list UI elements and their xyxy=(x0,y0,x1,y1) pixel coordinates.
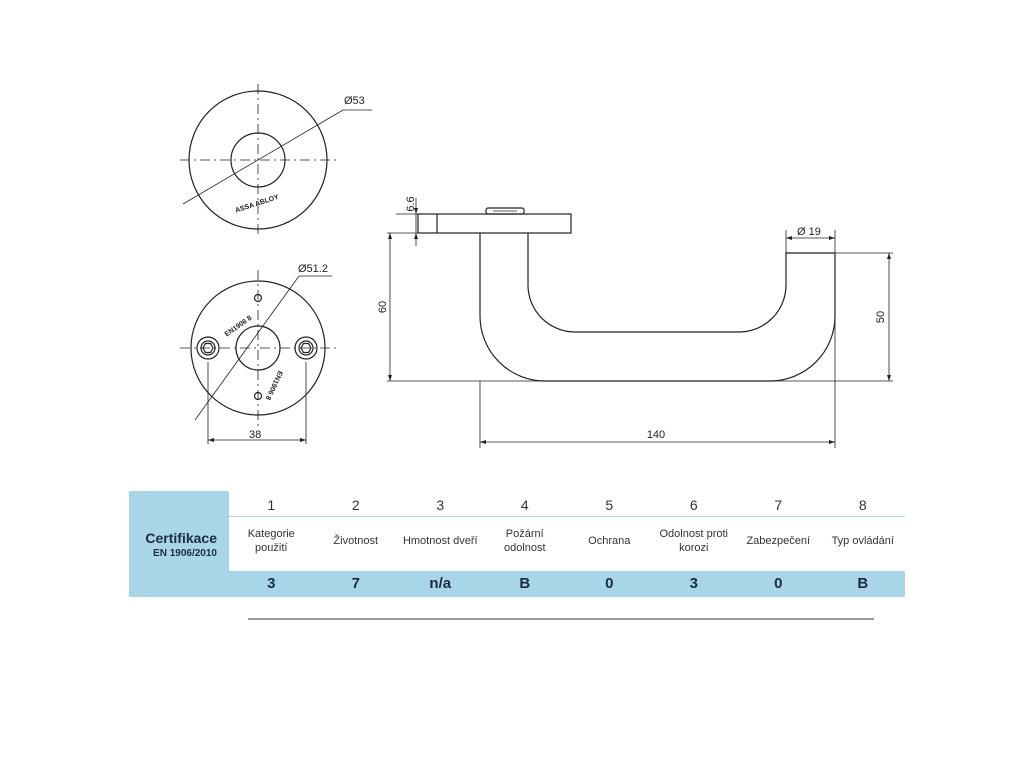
column-label-line: Odolnost proti xyxy=(659,528,728,540)
column-label: Životnost xyxy=(314,534,399,548)
column-number: 4 xyxy=(520,497,529,513)
column-number: 3 xyxy=(436,497,445,513)
column-value: 7 xyxy=(351,575,360,592)
column-number: 2 xyxy=(351,497,360,513)
column-label-line: Hmotnost dveří xyxy=(402,535,478,547)
dim-hole-spacing: 38 xyxy=(249,429,261,441)
column-number: 7 xyxy=(774,497,783,513)
rose-logo-text: ASSA ABLOY xyxy=(234,194,280,215)
certification-header: Certifikace EN 1906/2010 xyxy=(129,491,229,597)
column-value: B xyxy=(857,575,869,592)
rose-marking-lower: EN1906 8 xyxy=(264,370,284,401)
cert-column: 1 Kategorie použití 3 xyxy=(229,491,314,597)
bottom-divider xyxy=(248,618,874,620)
column-label: Zabezpečení xyxy=(736,534,821,548)
column-label-line: Typ ovládání xyxy=(831,535,894,547)
column-label: Požární odolnost xyxy=(483,527,568,555)
certification-table: Certifikace EN 1906/2010 1 Kategorie použ… xyxy=(129,491,905,597)
column-label: Ochrana xyxy=(567,534,652,548)
column-label-line: Požární xyxy=(505,528,544,540)
value-band xyxy=(229,571,905,597)
cert-column: 4 Požární odolnost B xyxy=(483,491,568,597)
certification-standard: EN 1906/2010 xyxy=(153,547,217,559)
dim-grip-diameter: Ø 19 xyxy=(797,226,821,238)
column-value: n/a xyxy=(429,575,452,592)
column-label-line: Ochrana xyxy=(588,535,631,547)
column-label: Odolnost proti korozi xyxy=(652,527,737,555)
column-label-line: Životnost xyxy=(333,535,379,547)
dim-lever-length: 140 xyxy=(647,429,665,441)
cert-column: 3 Hmotnost dveří n/a xyxy=(398,491,483,597)
cert-column: 6 Odolnost proti korozi 3 xyxy=(652,491,737,597)
certification-columns: 1 Kategorie použití 3 2 Životnost 7 3 Hmo… xyxy=(229,491,905,597)
column-label-line: Kategorie xyxy=(247,528,295,540)
certification-title: Certifikace xyxy=(145,529,217,546)
column-value: 0 xyxy=(605,575,614,592)
column-number: 8 xyxy=(858,497,867,513)
column-value: 3 xyxy=(267,575,276,592)
dim-lever-height: 60 xyxy=(377,301,389,313)
column-value: 0 xyxy=(774,575,783,592)
rose-top-view xyxy=(180,84,372,236)
cert-column: 7 Zabezpečení 0 xyxy=(736,491,821,597)
cert-column: 5 Ochrana 0 xyxy=(567,491,652,597)
rose-back-view xyxy=(180,270,340,444)
column-label-line: použití xyxy=(255,542,288,554)
column-label: Hmotnost dveří xyxy=(398,534,483,548)
dim-rose-bottom-diameter: Ø51.2 xyxy=(298,263,328,275)
cert-column: 2 Životnost 7 xyxy=(314,491,399,597)
rose-marking-upper: EN1906 8 xyxy=(224,315,254,339)
dim-grip-height: 50 xyxy=(875,311,887,323)
technical-drawing: ASSA ABLOY Ø53 EN1906 8 EN1906 8 Ø51.2 3… xyxy=(180,84,893,448)
column-number: 1 xyxy=(267,497,276,513)
column-label-line: odolnost xyxy=(503,542,546,554)
lever-side-view xyxy=(387,198,893,448)
dim-rose-top-diameter: Ø53 xyxy=(344,95,365,107)
column-label: Typ ovládání xyxy=(821,534,906,548)
column-label: Kategorie použití xyxy=(229,527,314,555)
dim-rose-thickness: 6.6 xyxy=(405,196,417,211)
cert-column: 8 Typ ovládání B xyxy=(821,491,906,597)
column-label-line: korozi xyxy=(679,542,709,554)
table-divider xyxy=(229,516,905,517)
column-value: B xyxy=(519,575,531,592)
column-number: 6 xyxy=(689,497,698,513)
column-value: 3 xyxy=(689,575,698,592)
column-number: 5 xyxy=(605,497,614,513)
column-label-line: Zabezpečení xyxy=(746,535,811,547)
